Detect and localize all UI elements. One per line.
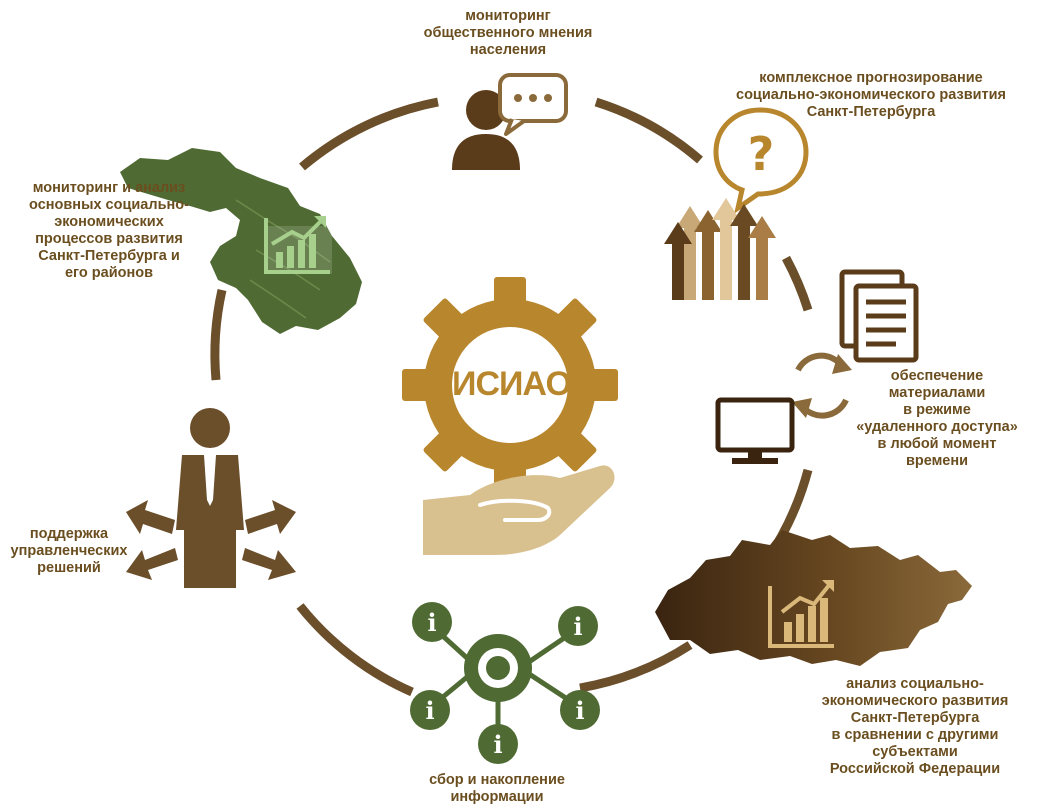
label-collection: сбор и накопление информации [429, 772, 565, 805]
ring-segment-left [210, 289, 227, 381]
svg-text:i: i [493, 730, 502, 759]
ring-segment-right-upper [782, 255, 813, 312]
svg-text:?: ? [748, 127, 775, 181]
label-public-opinion: мониторинг общественного мнения населени… [423, 8, 593, 58]
info-network-icon: i i i i i [410, 602, 600, 764]
russia-map-chart-icon [655, 530, 972, 666]
ring-segment-top-right [594, 97, 703, 164]
ring-segment-top-left [299, 97, 439, 171]
cycle-ring [210, 97, 813, 697]
person-speech-bubble-icon [452, 73, 568, 170]
label-decision-support: поддержка управленческих решений [10, 526, 128, 576]
ring-segment-bottom-left [296, 603, 414, 697]
hand-icon [423, 465, 615, 555]
label-remote-access: обеспечение материалами в режиме «удален… [856, 368, 1018, 469]
center-title: ИСИАО [452, 365, 572, 403]
label-forecasting: комплексное прогнозирование социально-эк… [736, 70, 1006, 120]
ring-segment-bottom-right [579, 641, 693, 693]
label-spb-monitoring: мониторинг и анализ основных социально- … [29, 180, 189, 281]
spb-map-chart-icon [120, 148, 362, 334]
svg-text:i: i [573, 612, 582, 641]
label-rf-comparison: анализ социально- экономического развити… [821, 676, 1009, 777]
manager-arrows-icon [126, 408, 296, 588]
svg-text:i: i [575, 696, 584, 725]
documents-sync-monitor-icon [715, 269, 919, 464]
svg-text:i: i [427, 608, 436, 637]
question-bubble-growth-arrows-icon: ? [664, 107, 809, 300]
svg-text:i: i [425, 696, 434, 725]
